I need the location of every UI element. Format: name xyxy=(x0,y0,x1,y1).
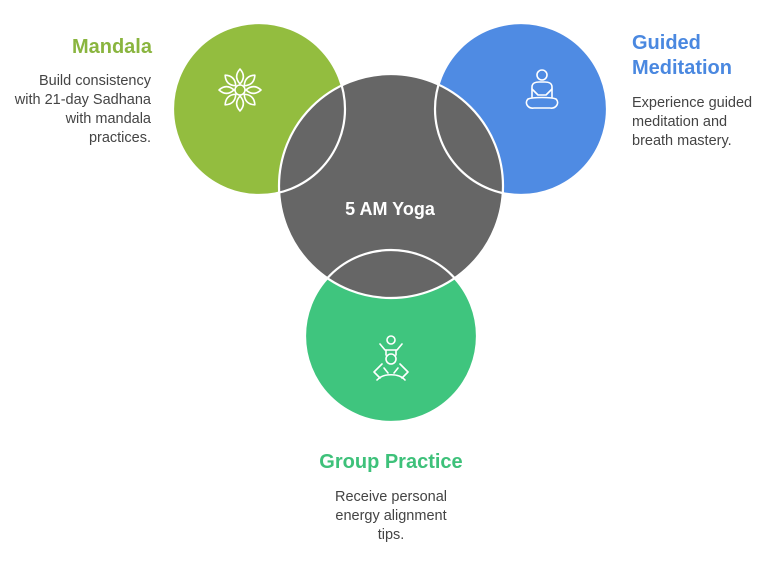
group-practice-title: Group Practice xyxy=(319,451,463,473)
mandala-desc-line: Build consistency xyxy=(38,73,151,89)
mandala-desc-line: with mandala xyxy=(65,111,151,127)
group-practice-desc-line: tips. xyxy=(377,527,405,543)
center-circle-outline xyxy=(277,72,505,300)
mandala-description: Build consistency with 21-day Sadhana wi… xyxy=(10,72,151,148)
group-practice-circle-outline xyxy=(303,248,479,424)
guided-meditation-circle-outline xyxy=(433,21,609,197)
guided-meditation-description: Experience guided meditation and breath … xyxy=(632,94,768,151)
guided-meditation-desc-line: meditation and xyxy=(632,114,728,130)
guided-meditation-desc-line: breath mastery. xyxy=(632,133,732,149)
group-practice-desc-line: energy alignment xyxy=(335,508,447,524)
mandala-desc-line: with 21-day Sadhana xyxy=(14,92,151,108)
center-circle xyxy=(279,74,503,298)
guided-meditation-title-line: Guided xyxy=(632,32,701,54)
center-label: 5 AM Yoga xyxy=(345,199,435,219)
meditation-icon xyxy=(525,69,559,109)
group-yoga-icon xyxy=(373,335,409,381)
group-practice-description: Receive personal energy alignment tips. xyxy=(311,488,471,545)
lotus-icon xyxy=(218,68,262,112)
guided-meditation-title-line: Meditation xyxy=(632,57,732,79)
guided-meditation-desc-line: Experience guided xyxy=(632,95,753,111)
mandala-desc-line: practices. xyxy=(88,130,151,146)
guided-meditation-title: Guided Meditation xyxy=(632,31,762,81)
mandala-title: Mandala xyxy=(71,36,152,58)
group-practice-desc-line: Receive personal xyxy=(334,489,448,505)
mandala-circle-outline xyxy=(171,21,347,197)
